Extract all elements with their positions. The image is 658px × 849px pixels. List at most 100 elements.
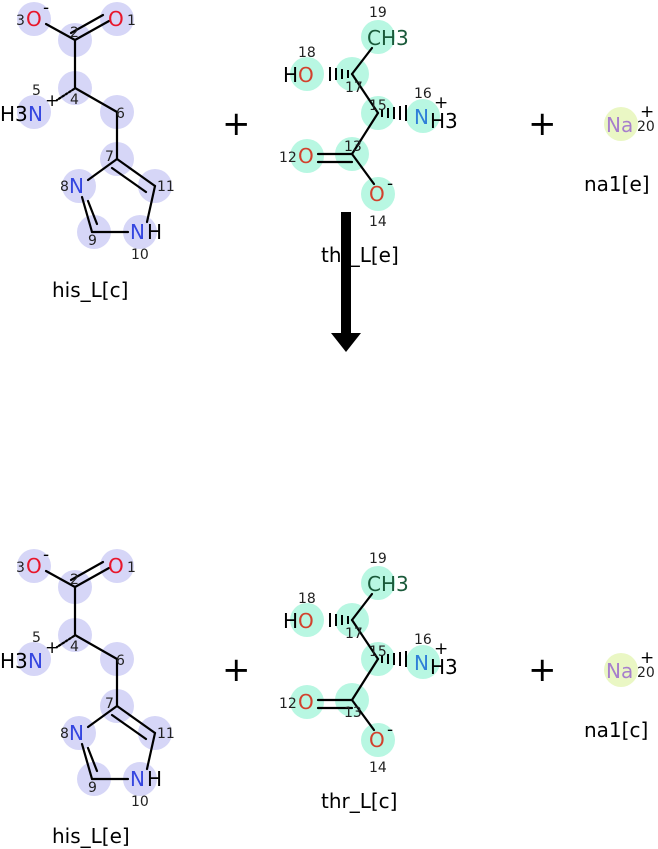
na-highlight <box>604 107 638 141</box>
thr-num-16: 16 <box>414 632 432 648</box>
his-charge-n5: + <box>45 638 59 658</box>
thr-num-18: 18 <box>298 45 316 61</box>
thr-h18: H <box>283 609 298 633</box>
his-o1: O <box>108 7 124 31</box>
plus-sign-bottom-2: + <box>528 650 557 690</box>
thr-charge-o14: - <box>387 174 393 194</box>
his-h3: H3 <box>0 102 28 126</box>
plus-sign-top-2: + <box>528 104 557 144</box>
his-n10: N <box>130 767 145 791</box>
his-o1: O <box>108 554 124 578</box>
reaction-arrow <box>331 212 361 352</box>
his-num-9: 9 <box>88 780 97 796</box>
his-o3: O <box>26 554 42 578</box>
his-num-8: 8 <box>60 726 69 742</box>
his-n10: N <box>130 220 145 244</box>
thr-molecule-top: 19 CH3 18 H O 17 15 16 N H3 + 12 O 13 O … <box>279 5 458 267</box>
his-num-4: 4 <box>70 639 79 655</box>
thr-bonds <box>316 592 380 732</box>
na-charge-top: + <box>640 102 654 122</box>
his-h10: H <box>147 767 162 791</box>
his-num-8: 8 <box>60 179 69 195</box>
his-h3: H3 <box>0 649 28 673</box>
thr-num-16: 16 <box>414 86 432 102</box>
thr-n16: N <box>414 105 429 129</box>
his-num-10: 10 <box>131 247 149 263</box>
thr-num-17: 17 <box>345 626 363 642</box>
thr-num-18: 18 <box>298 591 316 607</box>
thr-name-top: thr_L[e] <box>321 243 399 267</box>
thr-charge-n16: + <box>434 639 448 659</box>
thr-charge-n16: + <box>434 93 448 113</box>
his-o3: O <box>26 7 42 31</box>
his-stereo-hash <box>55 634 76 649</box>
his-h10: H <box>147 220 162 244</box>
his-num-11: 11 <box>157 179 175 195</box>
thr-stereo-hash <box>329 613 407 667</box>
na-num-top: 20 <box>637 119 655 135</box>
thr-num-14: 14 <box>369 214 387 230</box>
his-bonds <box>44 560 157 781</box>
thr-num-19: 19 <box>369 551 387 567</box>
thr-o14: O <box>369 182 385 206</box>
his-num-6: 6 <box>116 106 125 122</box>
thr-num-15: 15 <box>369 644 387 660</box>
thr-num-13: 13 <box>344 705 362 721</box>
thr-charge-o14: - <box>387 720 393 740</box>
his-num-7: 7 <box>105 149 114 165</box>
his-molecule-top: O 1 O 3 - 2 4 5 H3 N + 6 7 N 8 11 9 N H … <box>0 0 175 302</box>
thr-num-12: 12 <box>279 150 297 166</box>
his-name-bottom: his_L[e] <box>52 824 130 848</box>
na-symbol-top: Na <box>606 113 633 137</box>
his-n8: N <box>69 721 84 745</box>
thr-num-19: 19 <box>369 5 387 21</box>
his-n5: N <box>28 102 43 126</box>
thr-name-bottom: thr_L[c] <box>321 789 397 813</box>
na-ion-top: Na + 20 na1[e] <box>584 102 655 196</box>
thr-o12: O <box>298 690 314 714</box>
his-num-6: 6 <box>116 653 125 669</box>
his-stereo-hash <box>55 87 76 102</box>
thr-n16: N <box>414 651 429 675</box>
his-num-2: 2 <box>70 25 79 41</box>
his-molecule-bottom: O 1 O 3 - 2 4 5 H3 N + 6 7 N 8 11 9 N H … <box>0 545 175 848</box>
his-num-5: 5 <box>32 630 41 646</box>
thr-o18: O <box>298 609 314 633</box>
thr-bonds <box>316 46 380 186</box>
thr-molecule-bottom: 19 CH3 18 H O 17 15 16 N H3 + 12 O 13 O … <box>279 551 458 813</box>
his-num-5: 5 <box>32 83 41 99</box>
his-num-1: 1 <box>127 13 136 29</box>
thr-stereo-hash <box>329 67 407 121</box>
thr-o14: O <box>369 728 385 752</box>
his-bonds <box>44 13 157 234</box>
thr-num-15: 15 <box>369 98 387 114</box>
thr-atom-highlights <box>290 20 440 211</box>
thr-ch3: CH3 <box>367 26 409 50</box>
his-n5: N <box>28 649 43 673</box>
his-atom-highlights <box>17 549 172 796</box>
his-charge-n5: + <box>45 91 59 111</box>
thr-num-13: 13 <box>344 139 362 155</box>
na-symbol-bottom: Na <box>606 659 633 683</box>
thr-o18: O <box>298 63 314 87</box>
his-num-1: 1 <box>127 560 136 576</box>
thr-ch3: CH3 <box>367 572 409 596</box>
his-num-2: 2 <box>70 572 79 588</box>
na-charge-bottom: + <box>640 648 654 668</box>
thr-h3: H3 <box>430 655 458 679</box>
thr-num-17: 17 <box>345 80 363 96</box>
his-charge-o3: - <box>43 0 49 18</box>
na-ion-bottom: Na + 20 na1[c] <box>584 648 655 742</box>
thr-o12: O <box>298 144 314 168</box>
his-charge-o3: - <box>43 545 49 565</box>
plus-sign-bottom-1: + <box>222 650 251 690</box>
thr-num-12: 12 <box>279 696 297 712</box>
plus-sign-top-1: + <box>222 104 251 144</box>
his-num-9: 9 <box>88 233 97 249</box>
his-num-11: 11 <box>157 726 175 742</box>
thr-h3: H3 <box>430 109 458 133</box>
his-num-7: 7 <box>105 696 114 712</box>
his-num-10: 10 <box>131 794 149 810</box>
his-num-3: 3 <box>16 13 25 29</box>
his-num-3: 3 <box>16 560 25 576</box>
